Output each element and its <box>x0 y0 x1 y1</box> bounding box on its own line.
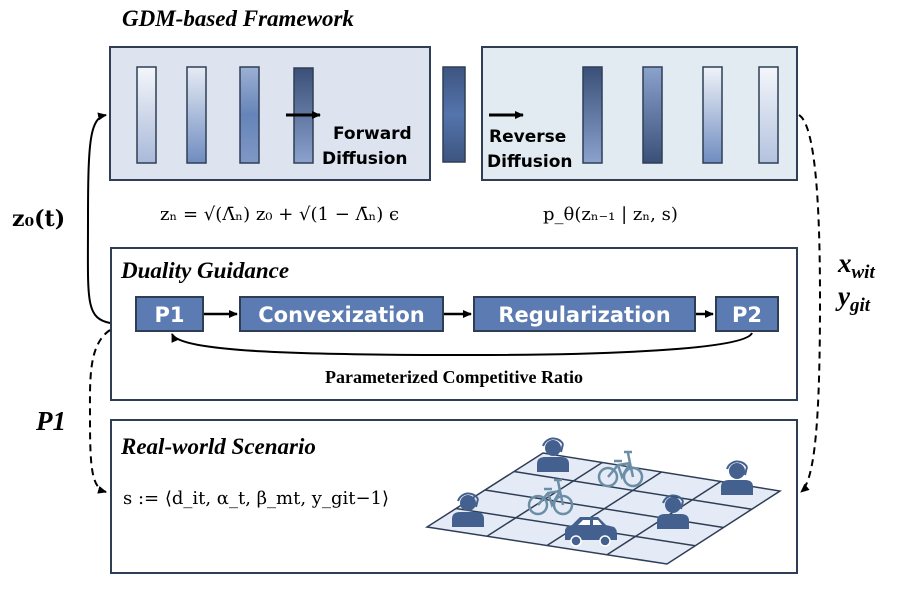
y-sub: git <box>849 295 871 316</box>
latent-bar <box>136 66 157 164</box>
headset <box>457 492 479 508</box>
reverse-label-2: Diffusion <box>487 152 573 172</box>
reverse-diffusion-box <box>481 46 798 181</box>
x-sub: wit <box>852 262 876 283</box>
p1-side-label: P1 <box>35 406 66 436</box>
grid-line <box>513 470 752 510</box>
x-var: x <box>837 248 852 278</box>
wheel <box>622 466 644 488</box>
framework-title: GDM-based Framework <box>122 6 354 31</box>
forward-label-2: Diffusion <box>322 149 408 169</box>
bicycle-icon <box>597 450 644 488</box>
head <box>665 497 681 513</box>
body <box>452 512 484 527</box>
latent-bar <box>758 66 779 164</box>
z0-label: z₀(t) <box>12 206 65 232</box>
person-headset-icon <box>452 492 484 527</box>
reverse-latent-bars <box>582 66 779 164</box>
person-headset-icon <box>657 494 689 529</box>
step-p1-label: P1 <box>154 303 184 327</box>
latent-bar <box>582 66 603 164</box>
latent-bar <box>186 66 207 164</box>
latent-bar <box>642 66 663 164</box>
scenario-icons <box>452 437 753 547</box>
bicycle-icon <box>527 478 574 516</box>
latent-bar <box>702 66 723 164</box>
headset <box>542 437 564 453</box>
latent-bar <box>239 66 260 164</box>
body <box>537 457 569 472</box>
car-icon <box>565 517 617 547</box>
frame <box>537 478 565 509</box>
loop-caption: Parameterized Competitive Ratio <box>325 367 583 387</box>
step-p2-label: P2 <box>732 303 762 327</box>
noise-latent-bar <box>442 66 466 163</box>
forward-label-1: Forward <box>333 124 412 144</box>
x-label: xwit <box>837 248 875 283</box>
feedback-loop-arrow <box>171 332 753 357</box>
frame <box>607 450 635 481</box>
step-p1 <box>135 296 204 332</box>
step-regularization <box>473 296 696 332</box>
headset <box>726 460 748 476</box>
y-label: ygit <box>835 281 871 316</box>
duality-steps: P1 Convexization Regularization P2 <box>135 296 779 332</box>
wheel <box>527 494 549 516</box>
y-var: y <box>835 281 851 311</box>
head <box>460 495 476 511</box>
forward-formula: zₙ = √(Λ̄ₙ) z₀ + √(1 − Λ̄ₙ) ϵ <box>160 204 399 225</box>
wheel <box>552 494 574 516</box>
step-arrows <box>171 310 753 357</box>
person-headset-icon <box>721 460 753 495</box>
body <box>657 514 689 529</box>
action-dashed-arrow <box>798 114 822 493</box>
car-body <box>565 517 617 540</box>
body <box>721 480 753 495</box>
reverse-formula: p_θ(zₙ₋₁ | zₙ, s) <box>543 204 678 225</box>
scenario-title: Real-world Scenario <box>120 434 316 459</box>
step-regularization-label: Regularization <box>498 303 670 327</box>
head <box>729 463 745 479</box>
duality-title: Duality Guidance <box>120 258 289 283</box>
step-convexization-label: Convexization <box>258 303 424 327</box>
z0-feedback-arrow <box>86 112 111 324</box>
head <box>545 440 561 456</box>
headset <box>662 494 684 510</box>
car-window <box>578 520 602 525</box>
reverse-label-1: Reverse <box>489 127 566 147</box>
forward-diffusion-box <box>109 46 431 181</box>
car-wheel <box>570 535 582 547</box>
wheel <box>597 466 619 488</box>
step-p2 <box>715 296 779 332</box>
state-formula: s := ⟨d_it, α_t, β_mt, y_git−1⟩ <box>123 488 389 509</box>
step-convexization <box>239 296 444 332</box>
p1-dashed-arrow <box>88 329 111 494</box>
car-wheel <box>599 535 611 547</box>
person-headset-icon <box>537 437 569 472</box>
